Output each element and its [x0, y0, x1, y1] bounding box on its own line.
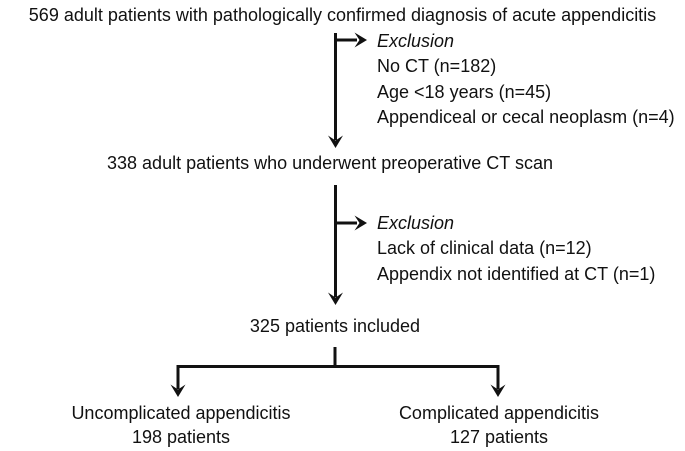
arrowhead-down-icon — [170, 384, 186, 397]
exclusion-branch-arrow-1 — [335, 32, 367, 48]
complicated-label: Complicated appendicitis — [398, 403, 600, 423]
node-included-patients: 325 patients included — [249, 316, 421, 336]
complicated-count: 127 patients — [449, 427, 549, 447]
fork-connector — [170, 347, 506, 397]
arrow-down-2 — [328, 185, 343, 305]
arrowhead-down-icon — [328, 292, 343, 305]
exclusion-1-title: Exclusion — [377, 31, 455, 51]
arrowhead-right-icon — [354, 32, 367, 48]
exclusion-1-item-3: Appendiceal or cecal neoplasm (n=4) — [377, 106, 675, 127]
exclusion-block-2: Exclusion Lack of clinical data (n=12) A… — [377, 211, 655, 287]
uncomplicated-count: 198 patients — [131, 427, 231, 447]
exclusion-2-title: Exclusion — [377, 213, 455, 233]
exclusion-1-item-2: Age <18 years (n=45) — [377, 81, 552, 102]
node-ct-scan-patients: 338 adult patients who underwent preoper… — [107, 153, 553, 173]
node-total-patients: 569 adult patients with pathologically c… — [28, 5, 657, 25]
arrow-down-1 — [328, 33, 343, 148]
exclusion-2-item-1: Lack of clinical data (n=12) — [377, 238, 592, 259]
arrowhead-down-icon — [490, 384, 506, 397]
exclusion-1-item-1: No CT (n=182) — [377, 56, 497, 77]
exclusion-block-1: Exclusion No CT (n=182) Age <18 years (n… — [377, 29, 675, 130]
node-uncomplicated: Uncomplicated appendicitis 198 patients — [31, 401, 331, 449]
exclusion-2-item-2: Appendix not identified at CT (n=1) — [377, 263, 656, 284]
arrowhead-down-icon — [328, 135, 343, 148]
arrowhead-right-icon — [354, 215, 367, 231]
node-complicated: Complicated appendicitis 127 patients — [349, 401, 649, 449]
exclusion-branch-arrow-2 — [335, 215, 367, 231]
uncomplicated-label: Uncomplicated appendicitis — [71, 403, 291, 423]
